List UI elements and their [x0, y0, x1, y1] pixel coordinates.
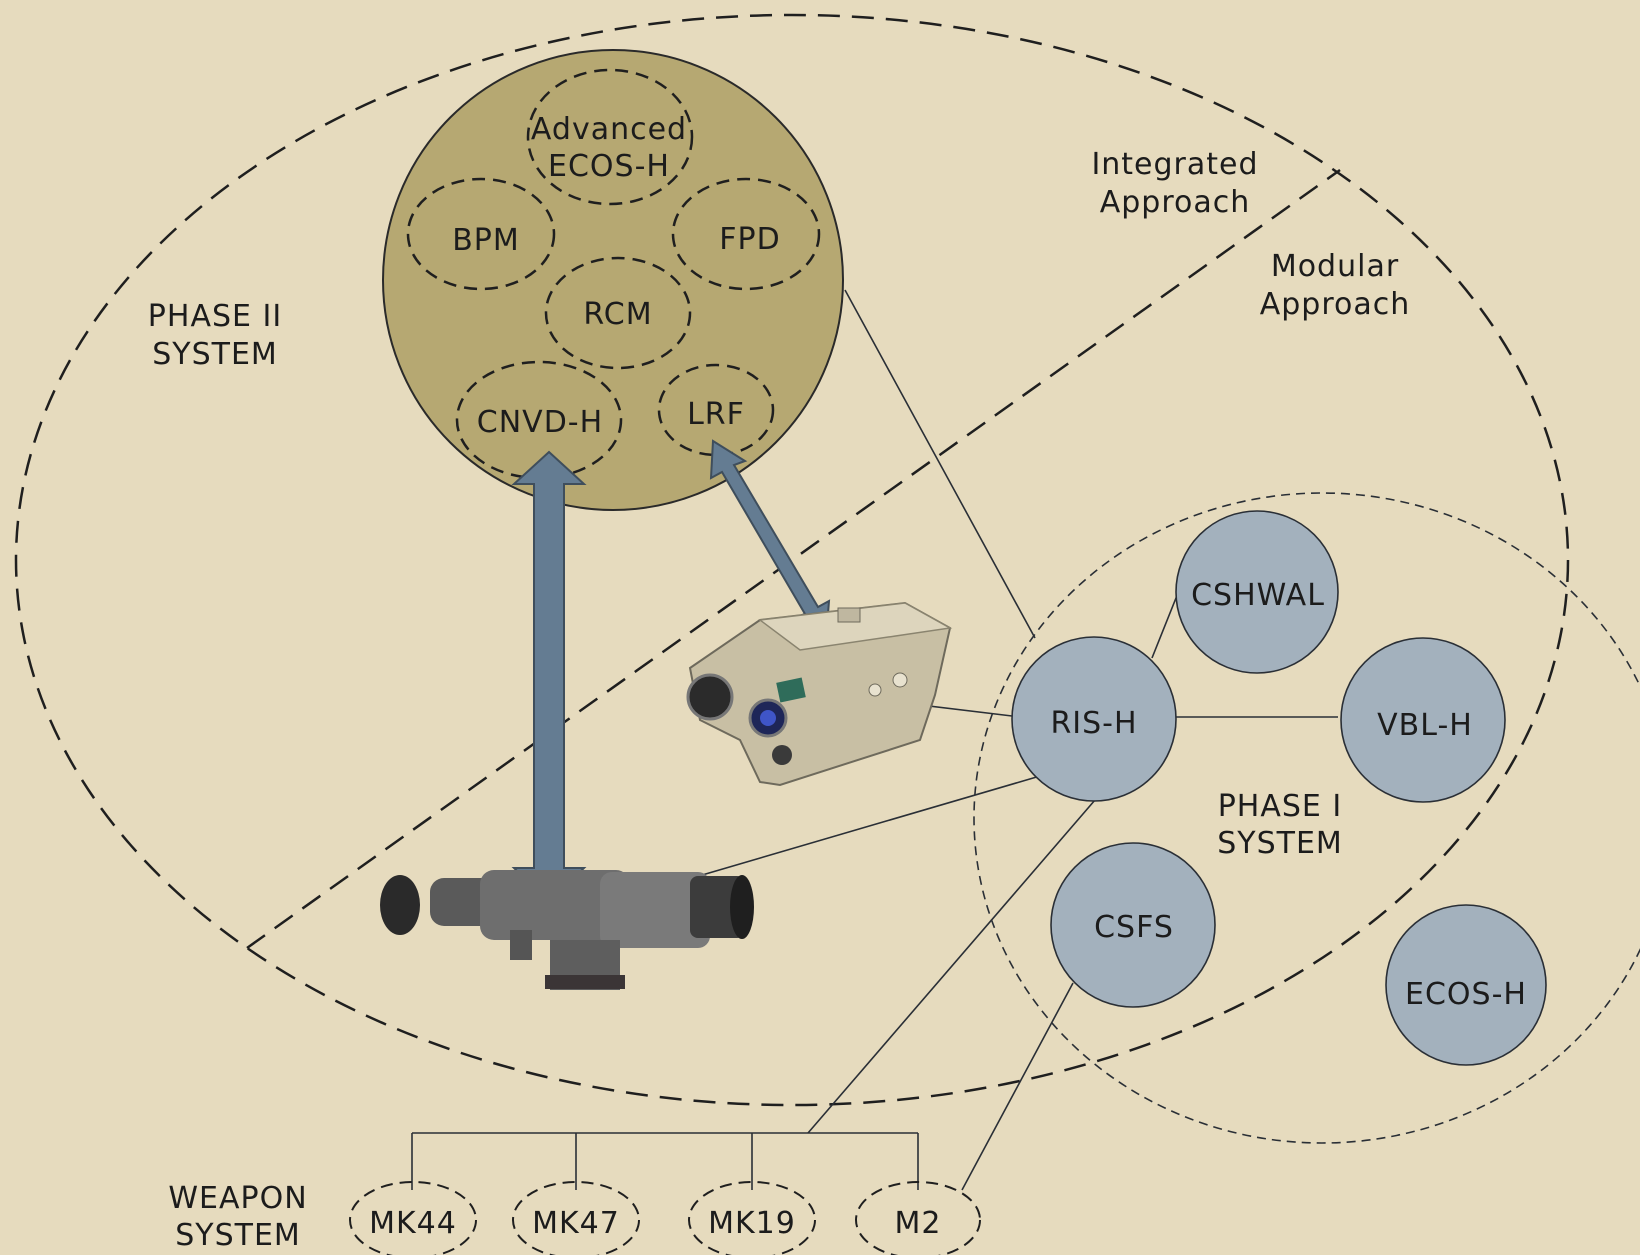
ecos-h-node [1385, 904, 1547, 1066]
weapon-label-1: WEAPON [168, 1181, 307, 1216]
phase1-label-2: SYSTEM [1217, 826, 1343, 861]
weapon-mk44 [349, 1181, 477, 1255]
lrf-label: LRF [687, 397, 745, 432]
lrf-circle [657, 363, 775, 457]
integrated-label-2: Approach [1100, 185, 1251, 220]
advanced-ecos-h-label-1: Advanced [531, 112, 687, 147]
laser-rangefinder-device-icon [686, 601, 953, 787]
ris-h-node [1011, 636, 1177, 802]
ecos-h-label: ECOS-H [1405, 977, 1527, 1012]
fpd-label: FPD [719, 222, 780, 257]
vbl-h-node [1340, 637, 1506, 803]
cshwal-node [1175, 510, 1339, 674]
phase2-label-2: SYSTEM [152, 337, 278, 372]
csfs-label: CSFS [1094, 910, 1174, 945]
advanced-ecos-h-label-2: ECOS-H [548, 149, 670, 184]
approach-divider [246, 168, 1341, 950]
lrf-link-arrow [709, 439, 831, 641]
modular-label-1: Modular [1271, 249, 1399, 284]
weapon-mk47 [512, 1181, 640, 1255]
modular-label-2: Approach [1260, 287, 1411, 322]
weapon-label-2: SYSTEM [175, 1218, 301, 1253]
weapon-m2 [855, 1181, 981, 1255]
night-vision-sight-device-icon [380, 870, 754, 990]
rcm-circle [544, 256, 692, 370]
fpd-circle [671, 177, 821, 291]
phase1-label-1: PHASE I [1218, 789, 1343, 824]
phase1-boundary [973, 492, 1640, 1144]
cnvd-h-label: CNVD-H [477, 405, 603, 440]
integrated-label-1: Integrated [1091, 147, 1258, 182]
connector-lines [411, 289, 1338, 1191]
weapon-m2-label: M2 [895, 1206, 942, 1241]
cnvd-h-link-arrow [511, 450, 587, 904]
rcm-label: RCM [583, 297, 652, 332]
bpm-circle [406, 177, 556, 291]
weapon-mk19 [688, 1181, 816, 1255]
weapon-mk19-label: MK19 [708, 1206, 796, 1241]
bpm-label: BPM [452, 223, 520, 258]
advanced-ecos-h-circle [526, 68, 694, 206]
phase2-label-1: PHASE II [148, 299, 282, 334]
phase2-cluster [382, 49, 844, 511]
vbl-h-label: VBL-H [1377, 708, 1473, 743]
csfs-node [1050, 842, 1216, 1008]
weapon-mk44-label: MK44 [369, 1206, 457, 1241]
cshwal-label: CSHWAL [1191, 578, 1325, 613]
phase2-boundary [14, 13, 1570, 1107]
ris-h-label: RIS-H [1050, 706, 1137, 741]
weapon-mk47-label: MK47 [532, 1206, 620, 1241]
